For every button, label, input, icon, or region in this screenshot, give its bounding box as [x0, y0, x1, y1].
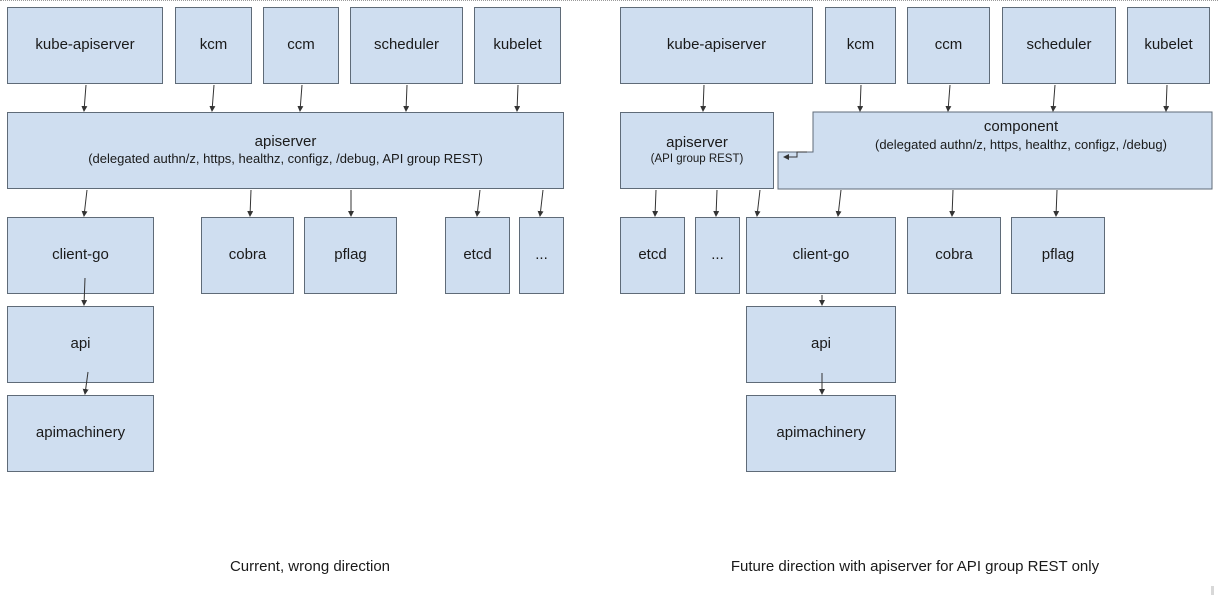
box-label: etcd: [463, 246, 492, 264]
corner-mark: [1211, 586, 1214, 595]
box-label: client-go: [52, 246, 109, 264]
box-label: scheduler: [373, 36, 440, 54]
box-label: ccm: [287, 36, 315, 54]
box-label: ...: [535, 246, 548, 264]
box-kubelet: kubelet: [474, 7, 561, 84]
box-client-go: client-go: [7, 217, 154, 294]
box-component: [777, 111, 1213, 190]
arrow: [949, 189, 956, 217]
component-shape: [777, 111, 1213, 190]
arrow: [209, 84, 216, 112]
box-label: kubelet: [493, 36, 542, 54]
box-label: cobra: [935, 246, 973, 264]
arrow: [652, 189, 659, 217]
box-label: api: [70, 335, 91, 353]
box-label: apimachinery: [35, 424, 126, 442]
box-title: apiserver: [666, 133, 728, 151]
box-kubelet: kubelet: [1127, 7, 1210, 84]
arrow: [835, 189, 842, 217]
box-kcm: kcm: [825, 7, 896, 84]
component-title: component: [983, 118, 1059, 135]
box-label: ...: [711, 246, 724, 264]
box-apimachinery: apimachinery: [746, 395, 896, 472]
box-label: kube-apiserver: [35, 36, 135, 54]
box-scheduler: scheduler: [350, 7, 463, 84]
box-label: kcm: [846, 36, 875, 54]
arrow: [700, 84, 707, 112]
box-pflag: pflag: [304, 217, 397, 294]
arrow: [857, 84, 864, 112]
box-label: kube-apiserver: [666, 36, 767, 54]
box-label: pflag: [1041, 246, 1075, 264]
component-subtitle: (delegated authn/z, https, healthz, conf…: [875, 136, 1167, 152]
box-label: pflag: [334, 246, 367, 264]
box-scheduler: scheduler: [1002, 7, 1116, 84]
box-label: etcd: [638, 246, 667, 264]
arrow: [81, 84, 88, 112]
box-subtitle: (API group REST): [650, 153, 744, 166]
arrow: [537, 189, 544, 217]
arrow: [1163, 84, 1170, 112]
arrow: [945, 84, 952, 112]
box-cobra: cobra: [907, 217, 1001, 294]
box-apiserver: apiserver (API group REST): [620, 112, 774, 189]
box-kube-apiserver: kube-apiserver: [7, 7, 163, 84]
box-subtitle: (delegated authn/z, https, healthz, conf…: [88, 151, 483, 167]
box-etcd: etcd: [620, 217, 685, 294]
box-label: client-go: [792, 246, 850, 264]
box-etcd: etcd: [445, 217, 510, 294]
box-title: apiserver: [254, 132, 317, 150]
arrow: [713, 189, 720, 217]
arrow: [514, 84, 521, 112]
box-label: kcm: [199, 36, 228, 54]
box-api: api: [7, 306, 154, 383]
box-kcm: kcm: [175, 7, 252, 84]
right-caption: Future direction with apiserver for API …: [730, 558, 1100, 575]
arrow: [474, 189, 481, 217]
box-api: api: [746, 306, 896, 383]
box-label: api: [810, 335, 832, 353]
arrow: [81, 189, 88, 217]
box-pflag: pflag: [1011, 217, 1105, 294]
box-ccm: ccm: [907, 7, 990, 84]
box-apiserver: apiserver (delegated authn/z, https, hea…: [7, 112, 564, 189]
box-apimachinery: apimachinery: [7, 395, 154, 472]
arrow: [297, 84, 304, 112]
left-caption: Current, wrong direction: [229, 558, 391, 575]
box-label: cobra: [228, 246, 267, 264]
box-label: scheduler: [1026, 36, 1092, 54]
arrow: [754, 189, 761, 217]
arrow: [403, 84, 410, 112]
top-dotted-border: [0, 0, 1218, 1]
box-ellipsis: ...: [695, 217, 740, 294]
component-text: component (delegated authn/z, https, hea…: [835, 118, 1207, 154]
arrow: [1053, 189, 1060, 217]
arrow: [247, 189, 254, 217]
box-ccm: ccm: [263, 7, 339, 84]
box-label: ccm: [934, 36, 963, 54]
box-ellipsis: ...: [519, 217, 564, 294]
arrow: [1050, 84, 1057, 112]
box-label: apimachinery: [776, 424, 866, 442]
box-client-go: client-go: [746, 217, 896, 294]
box-cobra: cobra: [201, 217, 294, 294]
box-label: kubelet: [1144, 36, 1193, 54]
box-kube-apiserver: kube-apiserver: [620, 7, 813, 84]
